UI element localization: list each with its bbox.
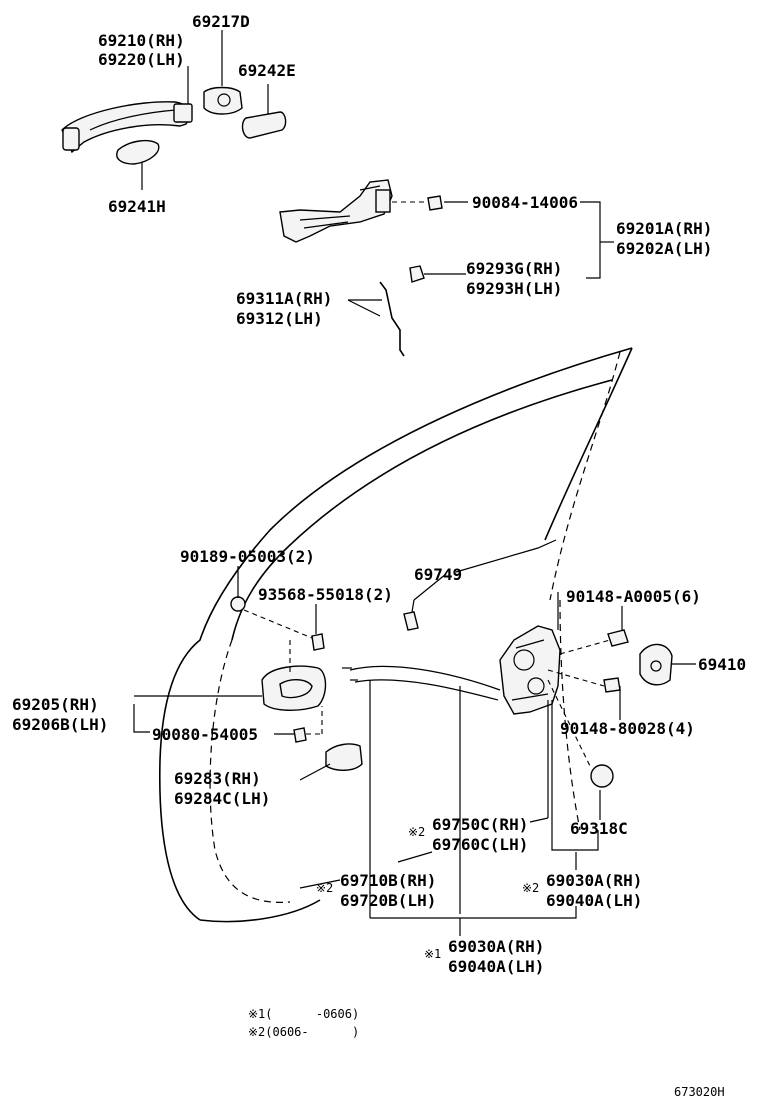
clip-90189 [230, 596, 246, 612]
outside-handle [61, 101, 193, 154]
screw-93568 [311, 633, 325, 651]
label-69410: 69410 [698, 655, 746, 674]
label-69040A-2: 69040A(LH) [546, 891, 642, 910]
cover-69318C [590, 764, 614, 788]
note-1: ※1( -0606) [248, 1007, 359, 1021]
outside-handle-frame [279, 179, 393, 243]
diagram-id: 673020H [674, 1085, 725, 1099]
label-69720B: 69720B(LH) [340, 891, 436, 910]
label-69311A: 69311A(RH) [236, 289, 332, 308]
label-69030A-2: 69030A(RH) [546, 871, 642, 890]
label-90084: 90084-14006 [472, 193, 578, 212]
cables [342, 665, 501, 701]
clip-69293 [409, 265, 425, 283]
door-lock-assembly [499, 625, 561, 715]
label-69220: 69220(LH) [98, 50, 185, 69]
label-69217D: 69217D [192, 12, 250, 31]
label-69318C: 69318C [570, 819, 628, 838]
rod-69311 [379, 281, 405, 357]
label-69293H: 69293H(LH) [466, 279, 562, 298]
label-69750C: 69750C(RH) [432, 815, 528, 834]
leader-lines [133, 30, 696, 936]
label-69749: 69749 [414, 565, 462, 584]
label-69206B: 69206B(LH) [12, 715, 108, 734]
label-69312: 69312(LH) [236, 309, 323, 328]
label-69293G: 69293G(RH) [466, 259, 562, 278]
bolt-90084 [427, 195, 443, 211]
label-69242E: 69242E [238, 61, 296, 80]
mark-1: ※1 [424, 947, 441, 961]
note-2: ※2(0606- ) [248, 1025, 359, 1039]
label-93568: 93568-55018(2) [258, 585, 393, 604]
door-outline [158, 347, 633, 923]
inside-handle-bezel [325, 743, 363, 771]
mark-2-a: ※2 [408, 825, 425, 839]
label-69760C: 69760C(LH) [432, 835, 528, 854]
clip-69749 [403, 611, 419, 631]
label-69205: 69205(RH) [12, 695, 99, 714]
handle-gasket-front [116, 139, 160, 165]
label-90080: 90080-54005 [152, 725, 258, 744]
inside-handle [261, 665, 327, 711]
label-69710B: 69710B(RH) [340, 871, 436, 890]
handle-gasket-rear [241, 111, 287, 139]
handle-cap-part [203, 86, 243, 115]
label-69040A-1: 69040A(LH) [448, 957, 544, 976]
striker-69410 [639, 643, 673, 686]
bolt-90148-a [607, 629, 629, 647]
label-69283: 69283(RH) [174, 769, 261, 788]
label-69284C: 69284C(LH) [174, 789, 270, 808]
mark-2-c: ※2 [522, 881, 539, 895]
label-69030A-1: 69030A(RH) [448, 937, 544, 956]
mark-2-b: ※2 [316, 881, 333, 895]
label-69201A: 69201A(RH) [616, 219, 712, 238]
screw-90080 [293, 727, 307, 743]
label-69210: 69210(RH) [98, 31, 185, 50]
label-69202A: 69202A(LH) [616, 239, 712, 258]
label-90189: 90189-05003(2) [180, 547, 315, 566]
bolt-90148-b [603, 677, 621, 693]
label-90148B: 90148-80028(4) [560, 719, 695, 738]
label-90148A: 90148-A0005(6) [566, 587, 701, 606]
label-69241H: 69241H [108, 197, 166, 216]
